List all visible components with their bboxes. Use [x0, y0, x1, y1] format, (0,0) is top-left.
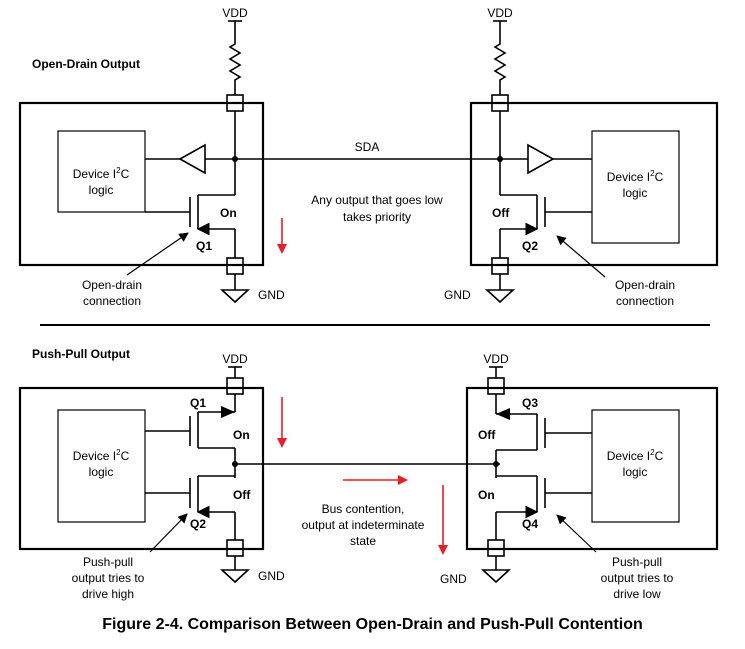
transistor-q3	[496, 413, 592, 451]
left-open-drain-device: Device I2C logic VDD On	[18, 6, 287, 308]
logic-label-line1: Device I2C	[607, 169, 664, 184]
right-open-drain-device: Device I2C logic VDD Off Q2	[444, 6, 719, 308]
q1-state-label: On	[220, 206, 237, 220]
gnd-label: GND	[258, 569, 285, 583]
i2c-logic-block	[57, 409, 146, 523]
push-pull-title: Push-Pull Output	[32, 347, 130, 361]
nmos-transistor-q1	[145, 194, 236, 258]
pullup-resistor	[493, 21, 507, 95]
callout-line1: Open-drain	[615, 278, 675, 292]
push-pull-section: Push-Pull Output Device I2C logic VDD Q1…	[18, 347, 719, 601]
logic-label-line1: Device I2C	[73, 448, 130, 463]
device-boundary	[18, 101, 265, 267]
right-push-pull-device: Device I2C logic VDD Q3 Off	[438, 352, 719, 601]
ground-icon	[219, 569, 251, 584]
q2-label: Q2	[522, 239, 538, 253]
input-buffer-icon	[527, 143, 555, 175]
junction-dot	[493, 461, 499, 467]
vdd-label: VDD	[483, 352, 509, 366]
q2-state-label: Off	[492, 206, 510, 220]
gnd-label: GND	[440, 572, 467, 586]
logic-label-line2: logic	[623, 465, 648, 479]
note-line2: takes priority	[343, 210, 411, 224]
callout-line2: connection	[616, 294, 674, 308]
q4-state-label: On	[478, 488, 495, 502]
q1-label: Q1	[196, 239, 212, 253]
note-line3: state	[350, 534, 376, 548]
callout-line1: Push-pull	[83, 555, 133, 569]
vdd-label: VDD	[222, 6, 248, 20]
vdd-pin	[226, 377, 244, 395]
nmos-transistor-q2	[499, 194, 592, 258]
q4-label: Q4	[522, 517, 538, 531]
q3-state-label: Off	[478, 428, 496, 442]
vdd-label: VDD	[487, 6, 513, 20]
q3-arrow-icon	[496, 408, 510, 420]
logic-label-line2: logic	[89, 465, 114, 479]
callout-line2: output tries to	[601, 571, 674, 585]
note-line2: output at indeterminate	[302, 518, 425, 532]
callout-line1: Open-drain	[82, 278, 142, 292]
device-boundary	[469, 101, 719, 267]
callout-line2: output tries to	[72, 571, 145, 585]
ground-icon	[480, 569, 512, 584]
logic-label-line2: logic	[89, 183, 114, 197]
note-line1: Bus contention,	[322, 502, 405, 516]
transistor-q4	[496, 475, 592, 519]
callout-arrow	[126, 232, 189, 276]
pullup-resistor	[228, 21, 242, 95]
callout-line3: drive high	[82, 587, 134, 601]
callout-line1: Push-pull	[612, 555, 662, 569]
callout-line2: connection	[83, 294, 141, 308]
logic-label-line1: Device I2C	[607, 448, 664, 463]
sda-label: SDA	[355, 140, 380, 154]
callout-arrow	[149, 513, 188, 553]
q2-state-label: Off	[233, 488, 251, 502]
i2c-logic-block	[591, 130, 680, 244]
ground-icon	[484, 289, 516, 304]
input-buffer-icon	[178, 143, 206, 175]
transistor-q2	[145, 475, 235, 519]
q1-state-label: On	[233, 428, 250, 442]
ground-icon	[219, 289, 251, 304]
device-boundary	[18, 386, 265, 551]
logic-label-line2: logic	[623, 186, 648, 200]
q2-label: Q2	[190, 517, 206, 531]
callout-line3: drive low	[613, 587, 661, 601]
q1-label: Q1	[190, 396, 206, 410]
callout-arrow	[556, 235, 606, 278]
q1-arrow-icon	[221, 406, 235, 418]
vdd-label: VDD	[222, 352, 248, 366]
gnd-label: GND	[258, 288, 285, 302]
figure-caption: Figure 2-4. Comparison Between Open-Drai…	[102, 616, 643, 633]
open-drain-title: Open-Drain Output	[32, 57, 140, 71]
open-drain-section: Open-Drain Output Device I2C logic VDD	[18, 6, 719, 308]
q3-label: Q3	[522, 396, 538, 410]
i2c-logic-block	[57, 130, 146, 213]
callout-arrow	[556, 514, 597, 553]
gnd-label: GND	[444, 288, 471, 302]
logic-label-line1: Device I2C	[73, 166, 130, 181]
i2c-logic-block	[591, 409, 680, 523]
left-push-pull-device: Device I2C logic VDD Q1 On	[18, 352, 287, 601]
vdd-pin	[487, 377, 505, 395]
note-line1: Any output that goes low	[311, 193, 443, 207]
